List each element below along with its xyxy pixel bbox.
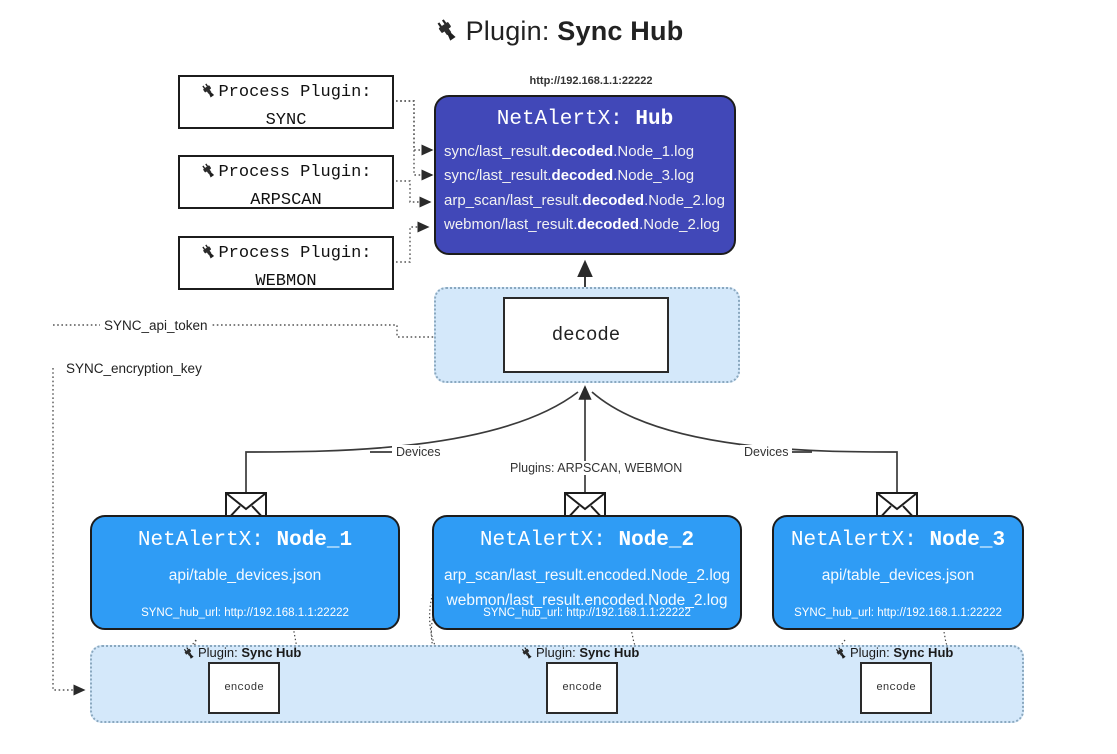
wire-arpscan-to-log3 <box>396 180 432 208</box>
hub-url-label: http://192.168.1.1:22222 <box>529 75 653 87</box>
encoder-plugin-prefix: Plugin: <box>536 645 576 660</box>
process-plugin-line2: SYNC <box>265 110 307 130</box>
hub-log-line: arp_scan/last_result.decoded.Node_2.log <box>444 191 725 209</box>
edge-label-devices-right: Devices <box>740 445 793 459</box>
encoder-plugin-label-2: Plugin: Sync Hub <box>520 645 639 663</box>
process-plugin-line1: Process Plugin: <box>218 163 372 182</box>
encode-box-2[interactable]: encode <box>546 662 618 714</box>
encoder-plugin-label-1: Plugin: Sync Hub <box>182 645 301 663</box>
hub-box[interactable]: NetAlertX: Hub sync/last_result.decoded.… <box>434 95 736 255</box>
node-title-name: Node_2 <box>618 529 695 552</box>
hub-log-line: webmon/last_result.decoded.Node_2.log <box>444 215 720 233</box>
node-box-node1[interactable]: NetAlertX: Node_1 api/table_devices.json… <box>90 515 400 630</box>
process-plugin-line2: ARPSCAN <box>250 190 322 210</box>
wire-webmon-to-log4 <box>396 221 430 263</box>
plug-icon <box>200 243 217 270</box>
process-plugin-box-sync[interactable]: Process Plugin: SYNC <box>178 75 394 130</box>
plug-icon <box>434 17 460 50</box>
wire-encryption-key-to-encoders <box>52 368 86 696</box>
hub-title-prefix: NetAlertX: <box>496 108 623 131</box>
sync-api-token-label: SYNC_api_token <box>100 318 212 333</box>
hub-log-line: sync/last_result.decoded.Node_1.log <box>444 143 695 160</box>
encoder-plugin-prefix: Plugin: <box>198 645 238 660</box>
encoder-plugin-name: Sync Hub <box>893 645 954 660</box>
plug-icon <box>200 162 217 189</box>
node-box-node3[interactable]: NetAlertX: Node_3 api/table_devices.json… <box>772 515 1024 630</box>
page-title: Plugin: Sync Hub <box>0 16 1117 50</box>
plug-icon <box>200 82 217 109</box>
wire-node1-to-decode <box>245 391 579 493</box>
encoder-plugin-name: Sync Hub <box>579 645 640 660</box>
encoder-plugin-name: Sync Hub <box>241 645 302 660</box>
node-title-prefix: NetAlertX: <box>479 529 606 552</box>
node-title-name: Node_3 <box>929 529 1006 552</box>
node-title-prefix: NetAlertX: <box>137 529 264 552</box>
node-hub-url: SYNC_hub_url: http://192.168.1.1:22222 <box>794 607 1002 619</box>
process-plugin-line1: Process Plugin: <box>218 244 372 263</box>
node-line: webmon/last_result.encoded.Node_2.log <box>446 591 728 609</box>
plug-icon <box>182 646 196 663</box>
node-hub-url: SYNC_hub_url: http://192.168.1.1:22222 <box>483 607 691 619</box>
process-plugin-line1: Process Plugin: <box>218 83 372 102</box>
hub-title-name: Hub <box>635 108 674 131</box>
wire-sync-to-log2 <box>396 100 434 181</box>
encode-box-1[interactable]: encode <box>208 662 280 714</box>
decode-box[interactable]: decode <box>503 297 669 373</box>
node-hub-url: SYNC_hub_url: http://192.168.1.1:22222 <box>141 607 349 619</box>
wire-node3-to-decode <box>591 391 898 493</box>
process-plugin-line2: WEBMON <box>255 271 317 291</box>
node-title-name: Node_1 <box>276 529 353 552</box>
plug-icon <box>834 646 848 663</box>
process-plugin-box-webmon[interactable]: Process Plugin: WEBMON <box>178 236 394 291</box>
title-prefix: Plugin: <box>465 16 550 46</box>
node-line: arp_scan/last_result.encoded.Node_2.log <box>443 567 731 584</box>
edge-label-devices-left: Devices <box>392 445 445 459</box>
encode-box-3[interactable]: encode <box>860 662 932 714</box>
edge-label-plugins-center: Plugins: ARPSCAN, WEBMON <box>506 461 687 475</box>
node-line: api/table_devices.json <box>168 567 322 584</box>
hub-log-line: sync/last_result.decoded.Node_3.log <box>444 167 695 185</box>
wire-sync-to-log1 <box>396 100 434 156</box>
sync-encryption-key-label: SYNC_encryption_key <box>62 361 206 376</box>
encoder-plugin-prefix: Plugin: <box>850 645 890 660</box>
node-box-node2[interactable]: NetAlertX: Node_2 arp_scan/last_result.e… <box>432 515 742 630</box>
title-name: Sync Hub <box>557 16 684 46</box>
node-title-prefix: NetAlertX: <box>790 529 917 552</box>
process-plugin-box-arpscan[interactable]: Process Plugin: ARPSCAN <box>178 155 394 210</box>
plug-icon <box>520 646 534 663</box>
encoder-plugin-label-3: Plugin: Sync Hub <box>834 645 953 663</box>
node-line: api/table_devices.json <box>821 567 975 584</box>
